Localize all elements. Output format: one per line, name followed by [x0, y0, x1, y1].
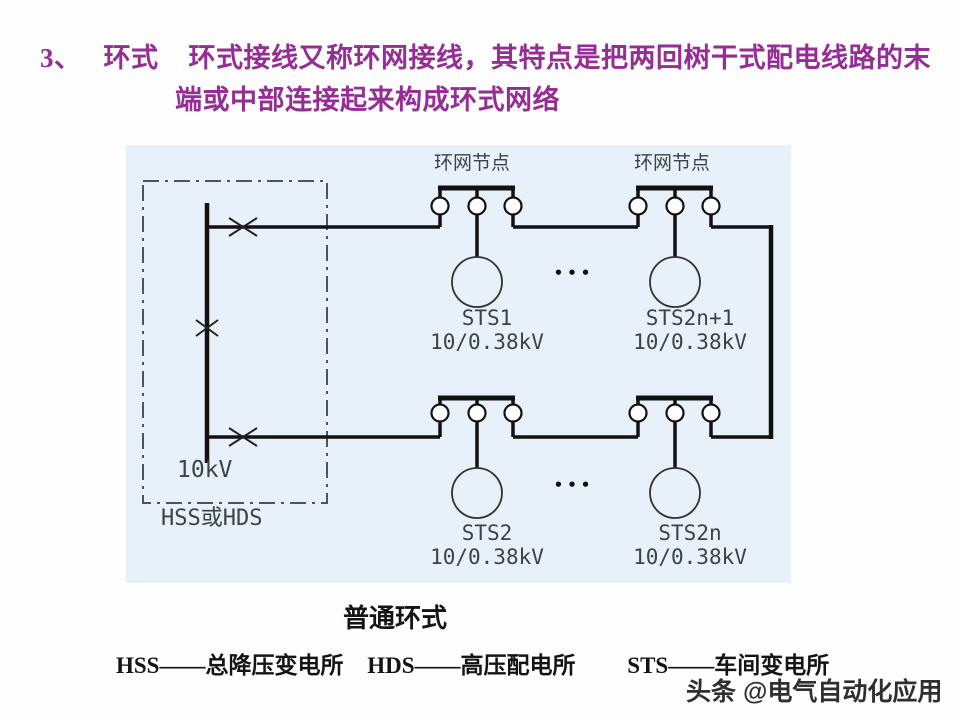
legend-item-hds: HDS——高压配电所	[367, 646, 575, 680]
ellipsis-bottom: •••	[553, 476, 595, 494]
title-text-line1: 环式接线又称环网接线，其特点是把两回树干式配电线路的末	[188, 43, 931, 73]
legend-meaning: 高压配电所	[460, 653, 576, 678]
feeder-lines	[207, 225, 771, 439]
transformer-voltage-sts2n1: 10/0.38kV	[633, 330, 747, 354]
transformer-label-sts2n: STS2n	[658, 521, 722, 545]
legend-dash: ——	[414, 653, 461, 678]
watermark: 头条 @电气自动化应用	[686, 678, 943, 706]
node-stubs	[438, 190, 713, 468]
title-keyword: 环式	[103, 43, 159, 73]
ring-node-label-1: 环网节点	[434, 152, 511, 174]
legend-meaning: 总降压变电所	[205, 653, 344, 678]
transformer-label-sts2n1: STS2n+1	[645, 306, 735, 330]
transformer-voltage-sts2: 10/0.38kV	[430, 545, 544, 569]
bus-voltage-label: 10kV	[177, 457, 233, 483]
legend-abbr: HSS	[116, 653, 160, 678]
title-number: 3、	[40, 43, 82, 73]
circuit-linework	[142, 180, 774, 519]
title-text-line2: 端或中部连接起来构成环式网络	[175, 85, 560, 115]
ring-network-diagram: 环网节点 环网节点 STS1 10/0.38kV STS2n+1 10/0.38…	[126, 145, 791, 583]
legend-item-hss: HSS——总降压变电所	[116, 646, 343, 680]
legend-dash: ——	[159, 653, 206, 678]
switch-circles	[430, 196, 721, 423]
ellipsis-top: •••	[553, 264, 595, 282]
ring-node-label-2: 环网节点	[634, 152, 711, 174]
ring-node-bars	[438, 185, 713, 401]
slide-title: 3、环式环式接线又称环网接线，其特点是把两回树干式配电线路的末	[40, 42, 940, 74]
substation-boundary-box	[142, 180, 328, 504]
transformer-voltage-sts2n: 10/0.38kV	[633, 545, 747, 569]
transformer-voltage-sts1: 10/0.38kV	[430, 330, 544, 354]
transformer-label-sts1: STS1	[461, 306, 513, 330]
legend-abbr: HDS	[367, 653, 415, 678]
breaker-x-marks	[195, 217, 258, 447]
transformer-label-sts2: STS2	[461, 521, 513, 545]
legend-meaning: 车间变电所	[714, 653, 830, 678]
legend-abbr: STS	[627, 653, 669, 678]
source-substation-label: HSS或HDS	[161, 506, 263, 531]
legend-item-sts: STS——车间变电所	[627, 646, 829, 680]
legend-dash: ——	[668, 653, 715, 678]
abbreviation-legend: HSS——总降压变电所 HDS——高压配电所 STS——车间变电所	[116, 646, 916, 680]
diagram-caption: 普通环式	[342, 604, 447, 633]
transformer-circles	[451, 256, 701, 519]
